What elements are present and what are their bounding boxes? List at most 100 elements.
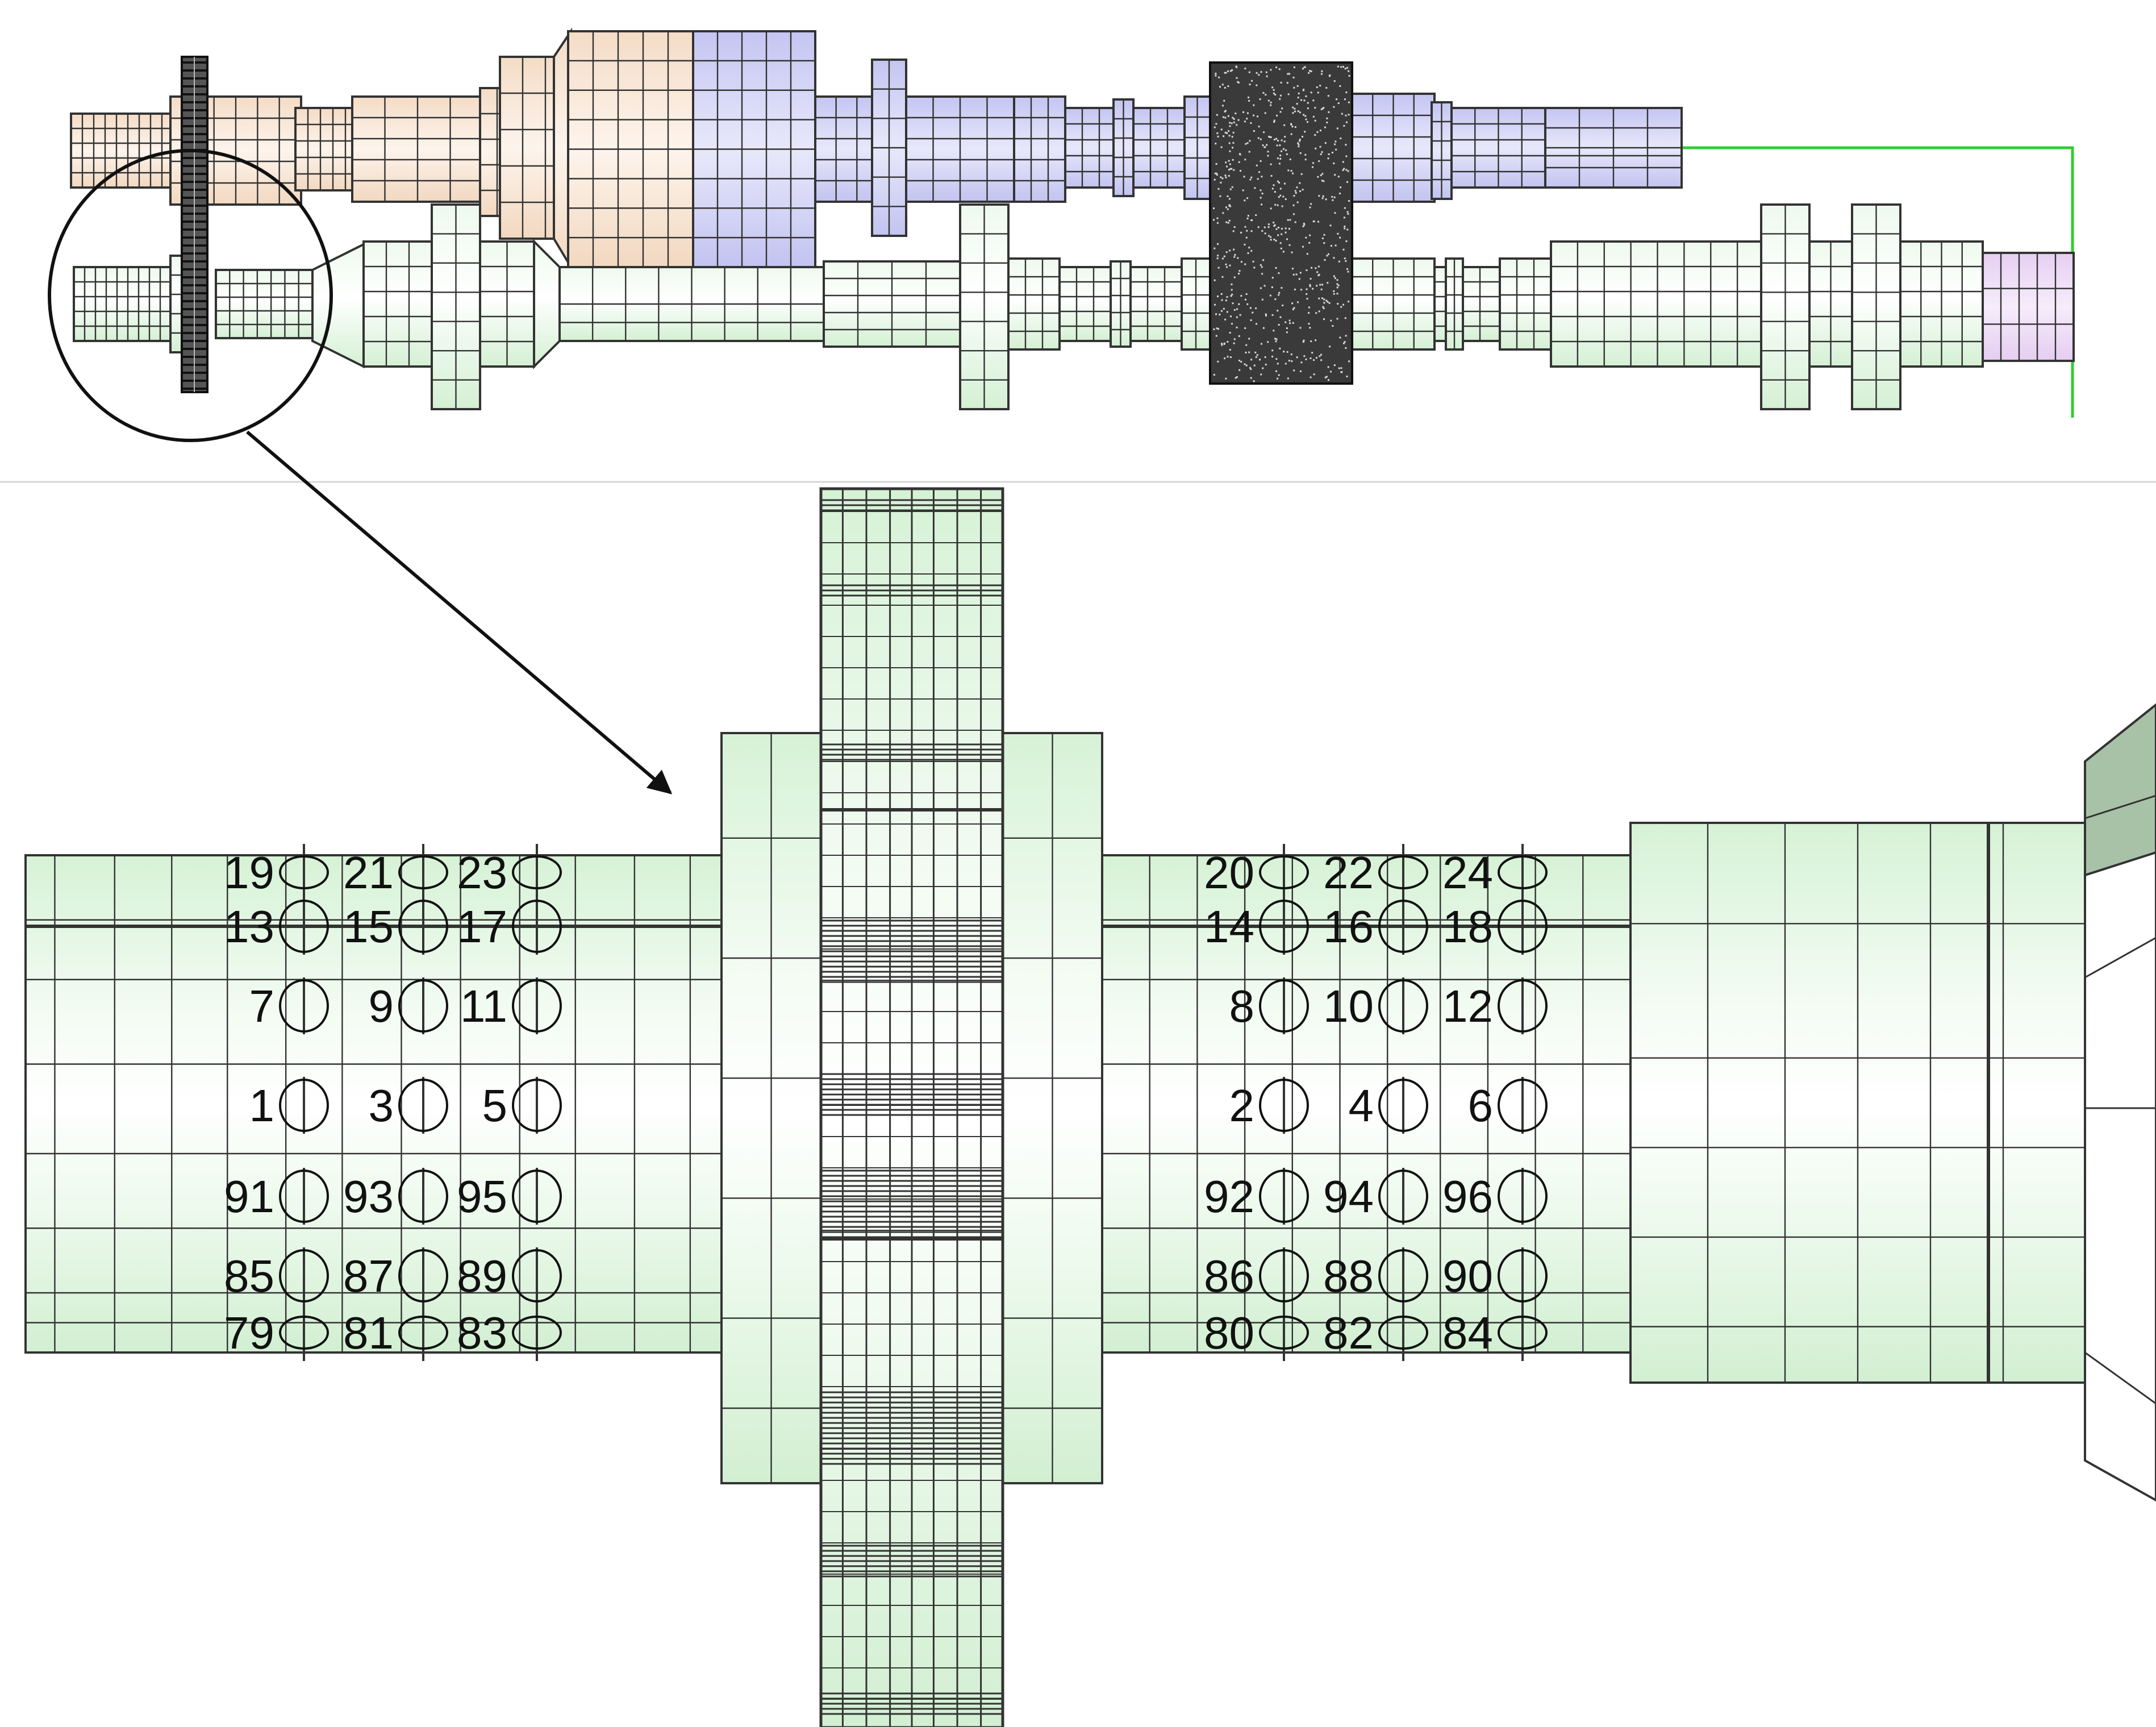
measuring-point-circle xyxy=(398,979,448,1033)
measuring-point: 5 xyxy=(482,1077,562,1134)
measuring-point: 15 xyxy=(343,898,448,955)
measuring-point-circle xyxy=(1498,855,1548,889)
upper-shaft-step-5 xyxy=(1064,107,1117,189)
measuring-point: 21 xyxy=(343,844,448,901)
detail-shaft-left xyxy=(24,854,723,1354)
measuring-point-circle xyxy=(1378,855,1428,889)
measuring-point-circle xyxy=(1498,1249,1548,1302)
measuring-point: 93 xyxy=(343,1168,448,1225)
lower-shaft-step-9 xyxy=(1499,257,1552,351)
lower-shaft-end-violet xyxy=(1982,252,2075,362)
measuring-point-circle xyxy=(1259,1249,1309,1302)
measuring-point-label: 88 xyxy=(1323,1251,1374,1301)
measuring-point-label: 3 xyxy=(369,1080,394,1131)
lower-shaft-flange-4 xyxy=(1851,203,1901,410)
measuring-point-circle xyxy=(1259,855,1309,889)
measuring-point-label: 17 xyxy=(457,901,507,952)
measuring-point-circle xyxy=(1498,1079,1548,1132)
detail-hub-left xyxy=(720,732,822,1484)
measuring-point-circle xyxy=(279,979,329,1033)
measuring-point: 90 xyxy=(1442,1247,1548,1304)
detail-gear-web xyxy=(819,487,1004,1727)
upper-shaft-neck xyxy=(294,107,359,192)
measuring-point: 95 xyxy=(457,1168,562,1225)
measuring-point-circle xyxy=(279,1079,329,1132)
measuring-point-label: 16 xyxy=(1323,901,1374,952)
upper-shaft-body-blue xyxy=(692,30,816,268)
measuring-point-label: 80 xyxy=(1204,1308,1254,1358)
measuring-point-circle xyxy=(398,1316,448,1350)
measuring-point: 12 xyxy=(1442,977,1548,1034)
measuring-point-circle xyxy=(279,1316,329,1350)
upper-shaft-ring-3 xyxy=(1431,101,1453,200)
measuring-point-circle xyxy=(1378,1316,1428,1350)
measuring-point: 11 xyxy=(460,977,562,1034)
lower-shaft-step-7 xyxy=(1351,257,1436,351)
measuring-point-circle xyxy=(1378,1170,1428,1223)
upper-shaft-body-peach xyxy=(567,30,694,268)
detail-zoom-view xyxy=(24,487,2156,1727)
measuring-point-label: 95 xyxy=(457,1171,507,1222)
lower-shaft-ring-1 xyxy=(1110,260,1132,348)
measuring-point-label: 6 xyxy=(1468,1080,1494,1131)
measuring-point-circle xyxy=(1259,979,1309,1033)
measuring-point: 4 xyxy=(1349,1077,1428,1134)
measuring-point: 23 xyxy=(457,844,562,901)
measuring-point: 91 xyxy=(224,1168,329,1225)
coupling-block xyxy=(1209,61,1353,385)
upper-shaft-step-8 xyxy=(1450,107,1546,189)
measuring-point: 94 xyxy=(1323,1168,1428,1225)
measuring-point-circle xyxy=(279,1170,329,1223)
measuring-point-label: 9 xyxy=(369,981,394,1031)
measuring-point: 79 xyxy=(224,1304,329,1361)
measuring-point: 22 xyxy=(1323,844,1428,901)
measuring-point-circle xyxy=(512,1170,562,1223)
measuring-point-label: 14 xyxy=(1204,901,1254,952)
measuring-point-circle xyxy=(1259,1170,1309,1223)
measuring-point-label: 4 xyxy=(1349,1080,1374,1131)
measuring-point-label: 12 xyxy=(1442,981,1493,1031)
measuring-point-circle xyxy=(512,1316,562,1350)
upper-shaft-step-6 xyxy=(1132,107,1186,189)
measuring-point: 86 xyxy=(1204,1247,1309,1304)
measuring-point-label: 24 xyxy=(1442,847,1493,898)
measuring-point-circle xyxy=(1498,1316,1548,1350)
measuring-point: 88 xyxy=(1323,1247,1428,1304)
measuring-point: 7 xyxy=(249,977,329,1034)
measuring-point: 8 xyxy=(1229,977,1309,1034)
measuring-point-label: 22 xyxy=(1323,847,1374,898)
measuring-point-label: 84 xyxy=(1442,1308,1493,1358)
measuring-point: 13 xyxy=(224,898,329,955)
measuring-point-circle xyxy=(398,1249,448,1302)
measuring-point-label: 7 xyxy=(249,981,275,1031)
measuring-point-circle xyxy=(512,979,562,1033)
upper-shaft-collar-2 xyxy=(1013,95,1066,203)
measuring-point-label: 86 xyxy=(1204,1251,1254,1301)
upper-shaft-step-7 xyxy=(1351,93,1436,203)
upper-shaft-step-1 xyxy=(351,95,484,203)
lower-shaft-step-6 xyxy=(1129,266,1183,342)
measuring-point: 89 xyxy=(457,1247,562,1304)
gear-disk xyxy=(181,56,208,393)
measuring-point-label: 83 xyxy=(457,1308,507,1358)
lower-shaft-step-4 xyxy=(1007,257,1061,351)
upper-shaft-ring-2 xyxy=(1183,95,1211,200)
detail-bevel-shade xyxy=(2084,703,2156,877)
upper-shaft-flange-1 xyxy=(871,59,907,237)
measuring-point: 87 xyxy=(343,1247,448,1304)
lower-shaft-flange-1 xyxy=(431,203,481,410)
upper-shaft-ring-1 xyxy=(1112,98,1135,197)
measuring-point-label: 2 xyxy=(1229,1080,1255,1131)
measuring-point: 84 xyxy=(1442,1304,1548,1361)
measuring-point-label: 20 xyxy=(1204,847,1254,898)
upper-shaft-end-2 xyxy=(1544,107,1683,189)
measuring-point-label: 81 xyxy=(343,1308,394,1358)
measuring-point: 17 xyxy=(457,898,562,955)
measuring-point: 2 xyxy=(1229,1077,1309,1134)
measuring-point-label: 1 xyxy=(249,1080,275,1131)
measuring-point-circle xyxy=(398,900,448,953)
measuring-point-label: 92 xyxy=(1204,1171,1254,1222)
measuring-point-circle xyxy=(512,1079,562,1132)
